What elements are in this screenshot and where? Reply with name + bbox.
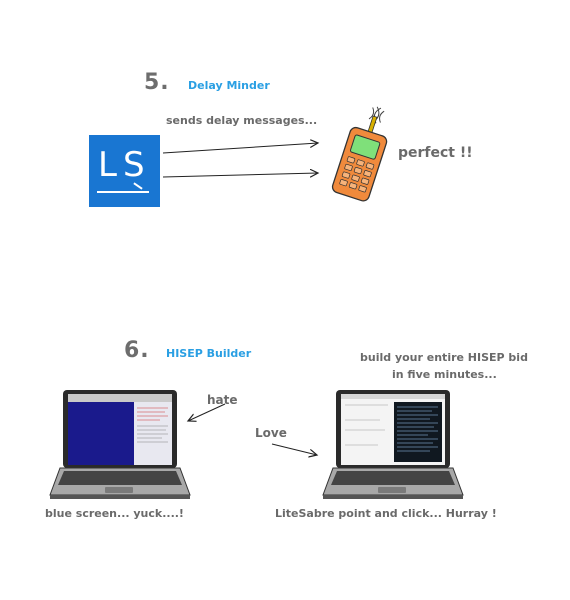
perfect-label: perfect !!: [398, 145, 473, 161]
build-label-line1: build your entire HISEP bid: [360, 351, 528, 364]
logo-text: LS: [98, 145, 151, 185]
hate-arrow: [188, 403, 226, 421]
section-6-title: HISEP Builder: [166, 347, 252, 360]
arrow-to-phone-upper: [162, 143, 318, 154]
right-caption: LiteSabre point and click... Hurray !: [275, 507, 497, 520]
love-arrow: [271, 443, 317, 455]
litesabre-logo: LS: [89, 135, 160, 207]
build-label-line2: in five minutes...: [392, 368, 497, 381]
section-5-title: Delay Minder: [188, 79, 270, 92]
section-6-number: 6.: [124, 338, 150, 363]
section-5-number: 5.: [144, 70, 170, 95]
sends-label: sends delay messages...: [166, 114, 318, 127]
arrow-to-phone-lower: [162, 173, 318, 177]
love-label: Love: [255, 426, 287, 440]
left-caption: blue screen... yuck....!: [45, 507, 184, 520]
hate-label: hate: [207, 393, 238, 407]
logo-plane-line: [97, 191, 149, 193]
